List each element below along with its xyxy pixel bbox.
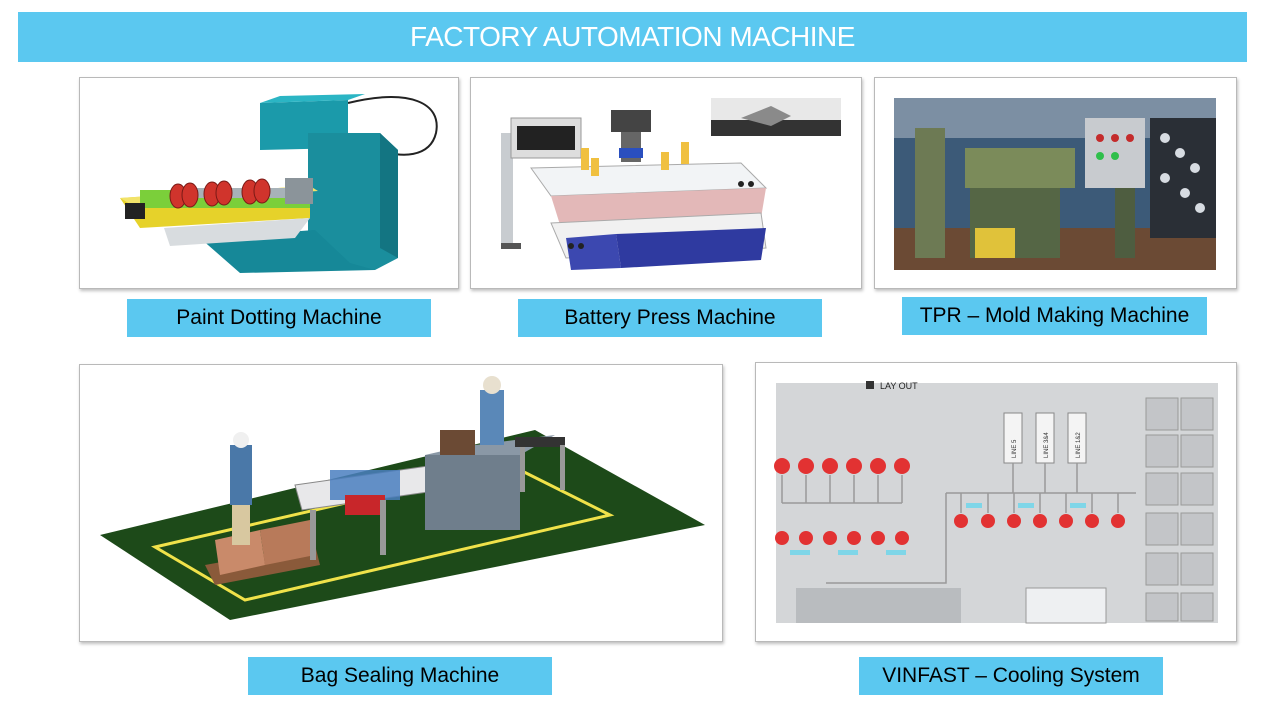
vinfast-cooling-system-caption: VINFAST – Cooling System (859, 657, 1163, 695)
paint-dotting-machine-image (79, 77, 459, 289)
paint-dotting-machine-caption: Paint Dotting Machine (127, 299, 431, 337)
hmi-line-label: LINE 1&2 (1076, 432, 1082, 458)
tpr-mold-making-machine-image (874, 77, 1237, 289)
battery-press-machine-caption: Battery Press Machine (518, 299, 822, 337)
hmi-line-label: LINE 5 (1012, 439, 1018, 458)
bag-sealing-machine-caption: Bag Sealing Machine (248, 657, 552, 695)
bag-sealing-machine-image (79, 364, 723, 642)
tpr-mold-making-machine-caption: TPR – Mold Making Machine (902, 297, 1207, 335)
battery-press-machine-image (470, 77, 862, 289)
page-title: FACTORY AUTOMATION MACHINE (18, 12, 1247, 62)
hmi-layout-label: LAY OUT (880, 381, 918, 391)
vinfast-cooling-system-image: LAY OUT LINE 5 LINE 3&4 LINE 1&2 (755, 362, 1237, 642)
hmi-line-label: LINE 3&4 (1044, 432, 1050, 458)
